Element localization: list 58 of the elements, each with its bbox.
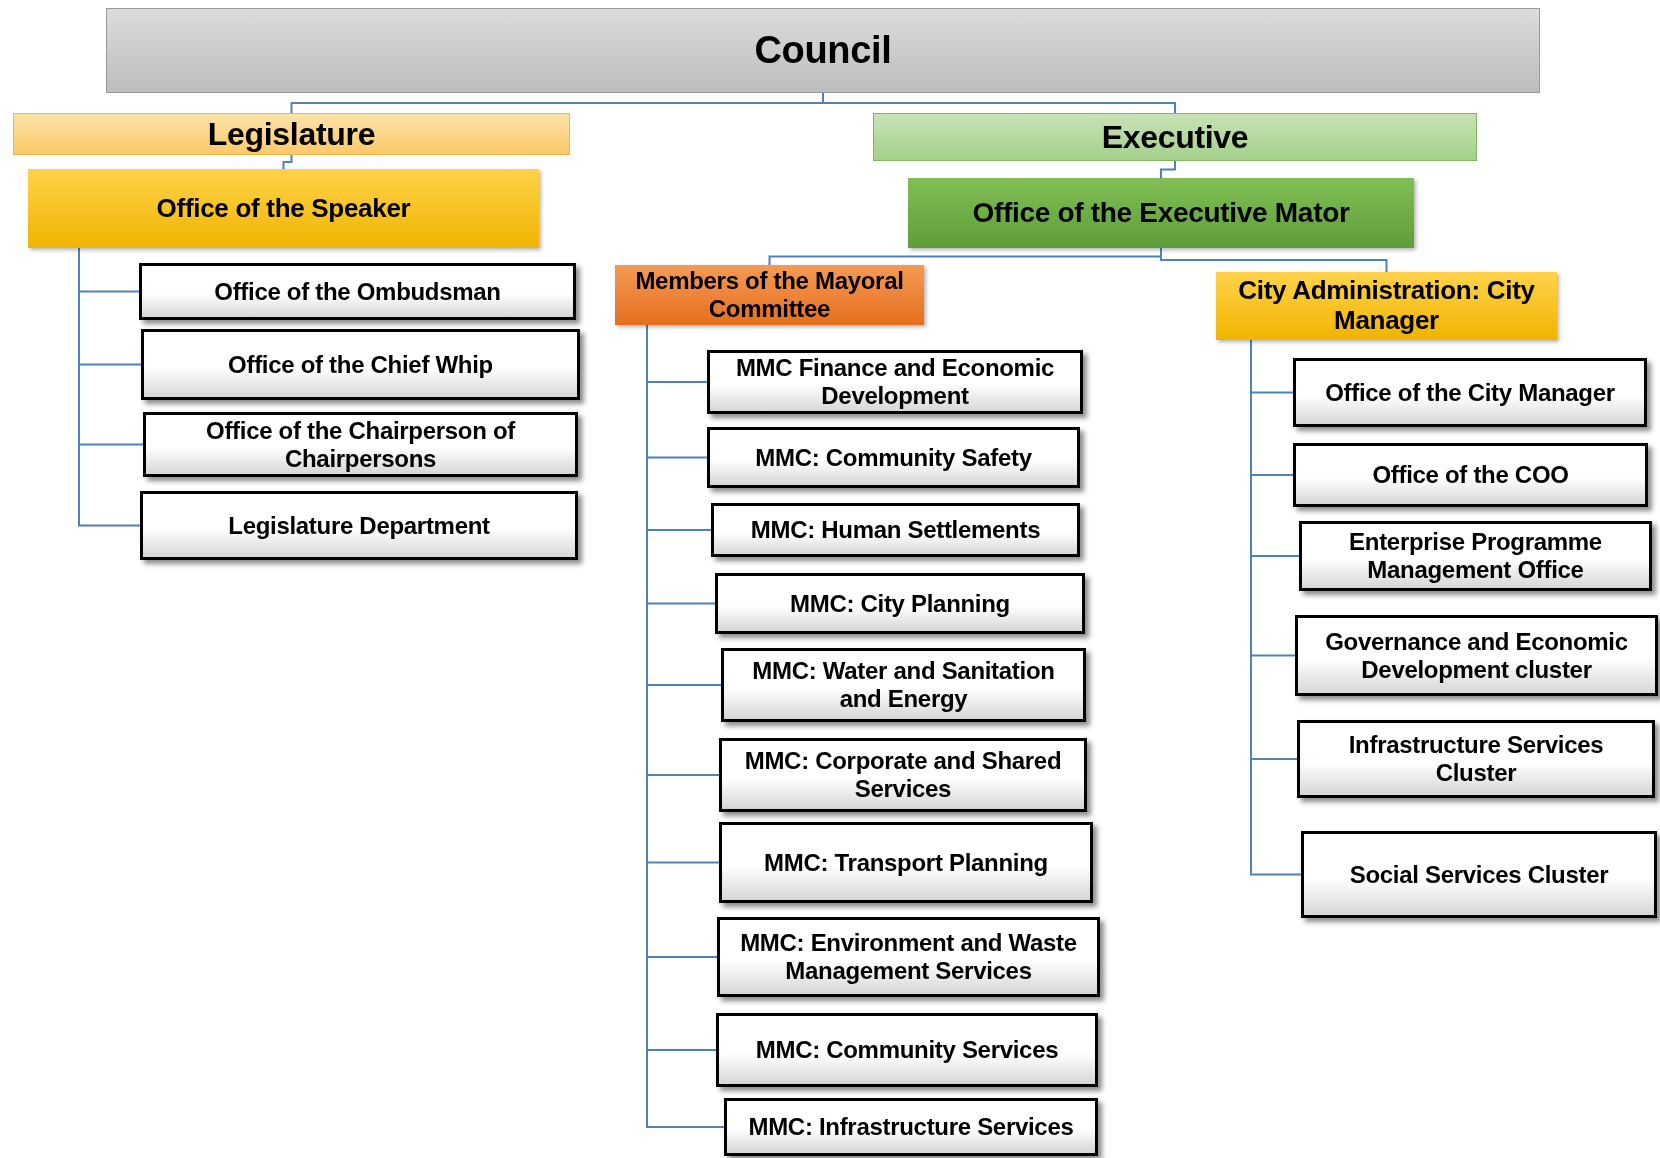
node-label: MMC: Water and Sanitation and Energy	[751, 657, 1056, 713]
node-label: Legislature Department	[228, 511, 490, 540]
node-label: MMC: Infrastructure Services	[748, 1113, 1074, 1141]
node-label: Governance and Economic Development cluster	[1324, 627, 1629, 684]
node-label: MMC: Corporate and Shared Services	[743, 747, 1063, 803]
unit-box	[1295, 615, 1658, 696]
unit-box	[707, 427, 1080, 488]
unit-box	[717, 917, 1100, 997]
node-label: MMC: Environment and Waste Management Services	[739, 929, 1078, 985]
unit-box	[721, 648, 1086, 722]
unit-box	[143, 412, 578, 477]
node-label: MMC: City Planning	[790, 589, 1010, 618]
unit-box	[719, 822, 1093, 903]
node-label: City Administration: City Manager	[1237, 276, 1536, 336]
unit-box	[1297, 720, 1655, 798]
node-label: Council	[754, 28, 892, 73]
committee-box	[615, 265, 924, 325]
unit-box	[140, 491, 578, 560]
node-label: Office of the Ombudsman	[214, 277, 501, 306]
node-label: Members of the Mayoral Committee	[634, 267, 905, 323]
unit-box	[1293, 443, 1648, 507]
unit-box	[715, 573, 1085, 634]
unit-box	[707, 350, 1083, 414]
connector-line	[78, 247, 141, 527]
office-box	[1216, 272, 1557, 340]
unit-box	[1301, 831, 1657, 918]
node-label: MMC: Community Safety	[755, 443, 1032, 472]
unit-box	[141, 329, 580, 400]
node-label: Social Services Cluster	[1349, 860, 1609, 889]
node-label: MMC: Transport Planning	[764, 848, 1048, 877]
branch-band	[13, 113, 570, 155]
unit-box	[711, 503, 1080, 557]
node-label: Office of the Chief Whip	[228, 350, 493, 379]
node-label: MMC: Community Services	[755, 1036, 1059, 1064]
node-label: Office of the Executive Mator	[972, 196, 1350, 230]
node-label: Office of the COO	[1372, 461, 1569, 489]
unit-box	[719, 738, 1087, 812]
unit-box	[724, 1098, 1098, 1156]
node-label: Enterprise Programme Management Office	[1348, 528, 1603, 584]
branch-band	[873, 113, 1477, 161]
unit-box	[716, 1013, 1098, 1087]
node-label: Office of the City Manager	[1325, 378, 1615, 407]
node-label: Office of the Speaker	[156, 193, 411, 224]
office-box	[908, 178, 1414, 248]
node-label: Executive	[1101, 118, 1249, 156]
office-box	[28, 169, 539, 248]
connector-line	[282, 154, 293, 170]
node-label: MMC: Human Settlements	[750, 516, 1041, 544]
connector-line	[822, 92, 1176, 114]
node-label: Legislature	[207, 115, 376, 153]
connector-line	[1160, 160, 1176, 179]
node-label: MMC Finance and Economic Development	[734, 354, 1056, 410]
unit-box	[1299, 521, 1652, 591]
node-label: Infrastructure Services Cluster	[1347, 731, 1605, 787]
unit-box	[1293, 358, 1647, 427]
unit-box	[139, 263, 576, 320]
node-label: Office of the Chairperson of Chairpersons	[205, 416, 517, 473]
header-band	[106, 8, 1540, 93]
